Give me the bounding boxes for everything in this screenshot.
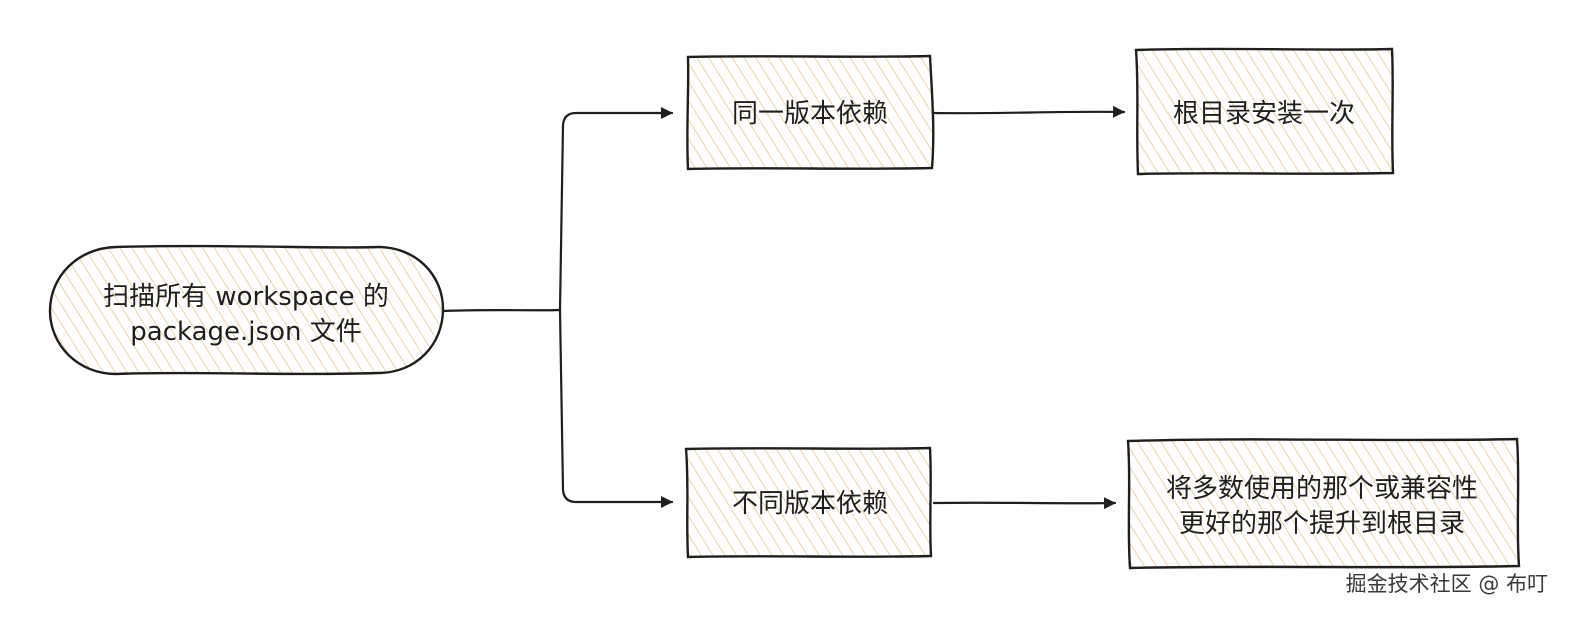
connector-source-to-junction [442, 308, 562, 313]
node-hoist-root: 将多数使用的那个或兼容性 更好的那个提升到根目录 [1126, 437, 1521, 570]
connectors [442, 105, 1126, 510]
connector-junction-to-diff-version [558, 308, 674, 508]
node-install-root-shape [1134, 47, 1395, 176]
connector-same-to-install-root [932, 105, 1126, 118]
node-install-root-label: 根目录安装一次 [1173, 99, 1355, 129]
node-scan-workspaces: 扫描所有 workspace 的 package.json 文件 [48, 244, 445, 376]
node-same-version-shape [686, 54, 935, 171]
node-different-version: 不同版本依赖 [684, 446, 933, 559]
node-scan-workspaces-shape [48, 244, 445, 376]
node-hoist-root-line2: 更好的那个提升到根目录 [1179, 509, 1465, 539]
connector-diff-to-hoist-root [932, 497, 1117, 510]
node-same-version: 同一版本依赖 [686, 54, 935, 171]
connector-junction-to-same-version [558, 107, 674, 312]
node-scan-workspaces-line1: 扫描所有 workspace 的 [103, 282, 389, 312]
node-install-root: 根目录安装一次 [1134, 47, 1395, 176]
node-different-version-label: 不同版本依赖 [732, 489, 888, 519]
watermark-text: 掘金技术社区 @ 布叮 [1346, 572, 1548, 596]
node-different-version-shape [684, 446, 933, 559]
node-hoist-root-line1: 将多数使用的那个或兼容性 [1166, 474, 1478, 504]
node-scan-workspaces-line2: package.json 文件 [130, 317, 361, 347]
node-hoist-root-shape [1126, 437, 1521, 570]
node-same-version-label: 同一版本依赖 [732, 99, 888, 129]
